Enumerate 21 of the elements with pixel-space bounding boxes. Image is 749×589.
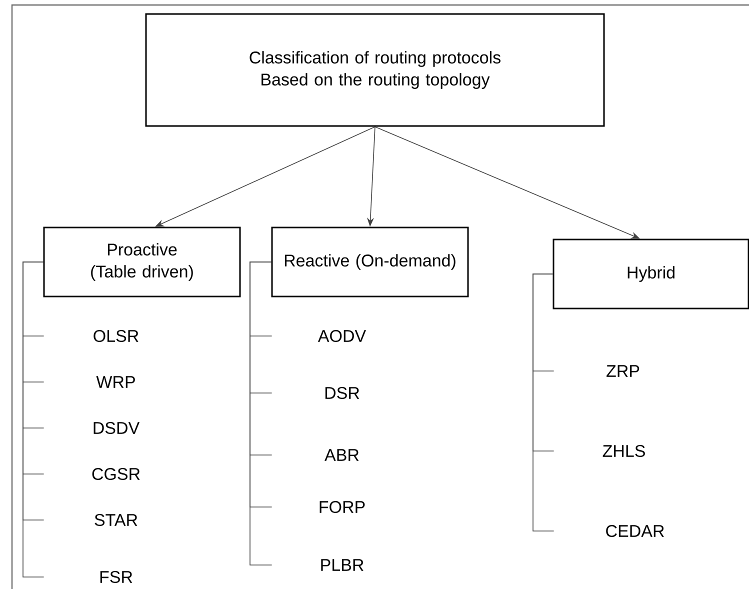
tree-connector [532,274,554,532]
protocol-label: OLSR [94,330,138,342]
protocol-label: STAR [94,514,138,526]
protocol-label: ABR [324,449,359,461]
protocol-label: AODV [318,330,366,342]
category-box: Hybrid [552,238,749,310]
protocol-label: FORP [320,500,365,514]
protocol-label: CEDAR [606,524,664,538]
category-box: Proactive (Table driven) [43,226,241,298]
protocol-label: DSDV [94,422,140,434]
category-box: Reactive (On-demand) [271,226,469,298]
tree-connector [22,262,44,578]
protocol-label: CGSR [92,468,140,480]
protocol-label: WRP [96,376,135,388]
category-box: Classification of routing protocols Based on the routing topology [145,13,605,127]
protocol-label: ZRP [606,365,640,377]
protocol-label: DSR [325,386,360,400]
protocol-label: PLBR [321,559,364,571]
protocol-label: FSR [100,570,132,584]
tree-connector [250,262,272,566]
protocol-label: ZHLS [602,444,645,458]
